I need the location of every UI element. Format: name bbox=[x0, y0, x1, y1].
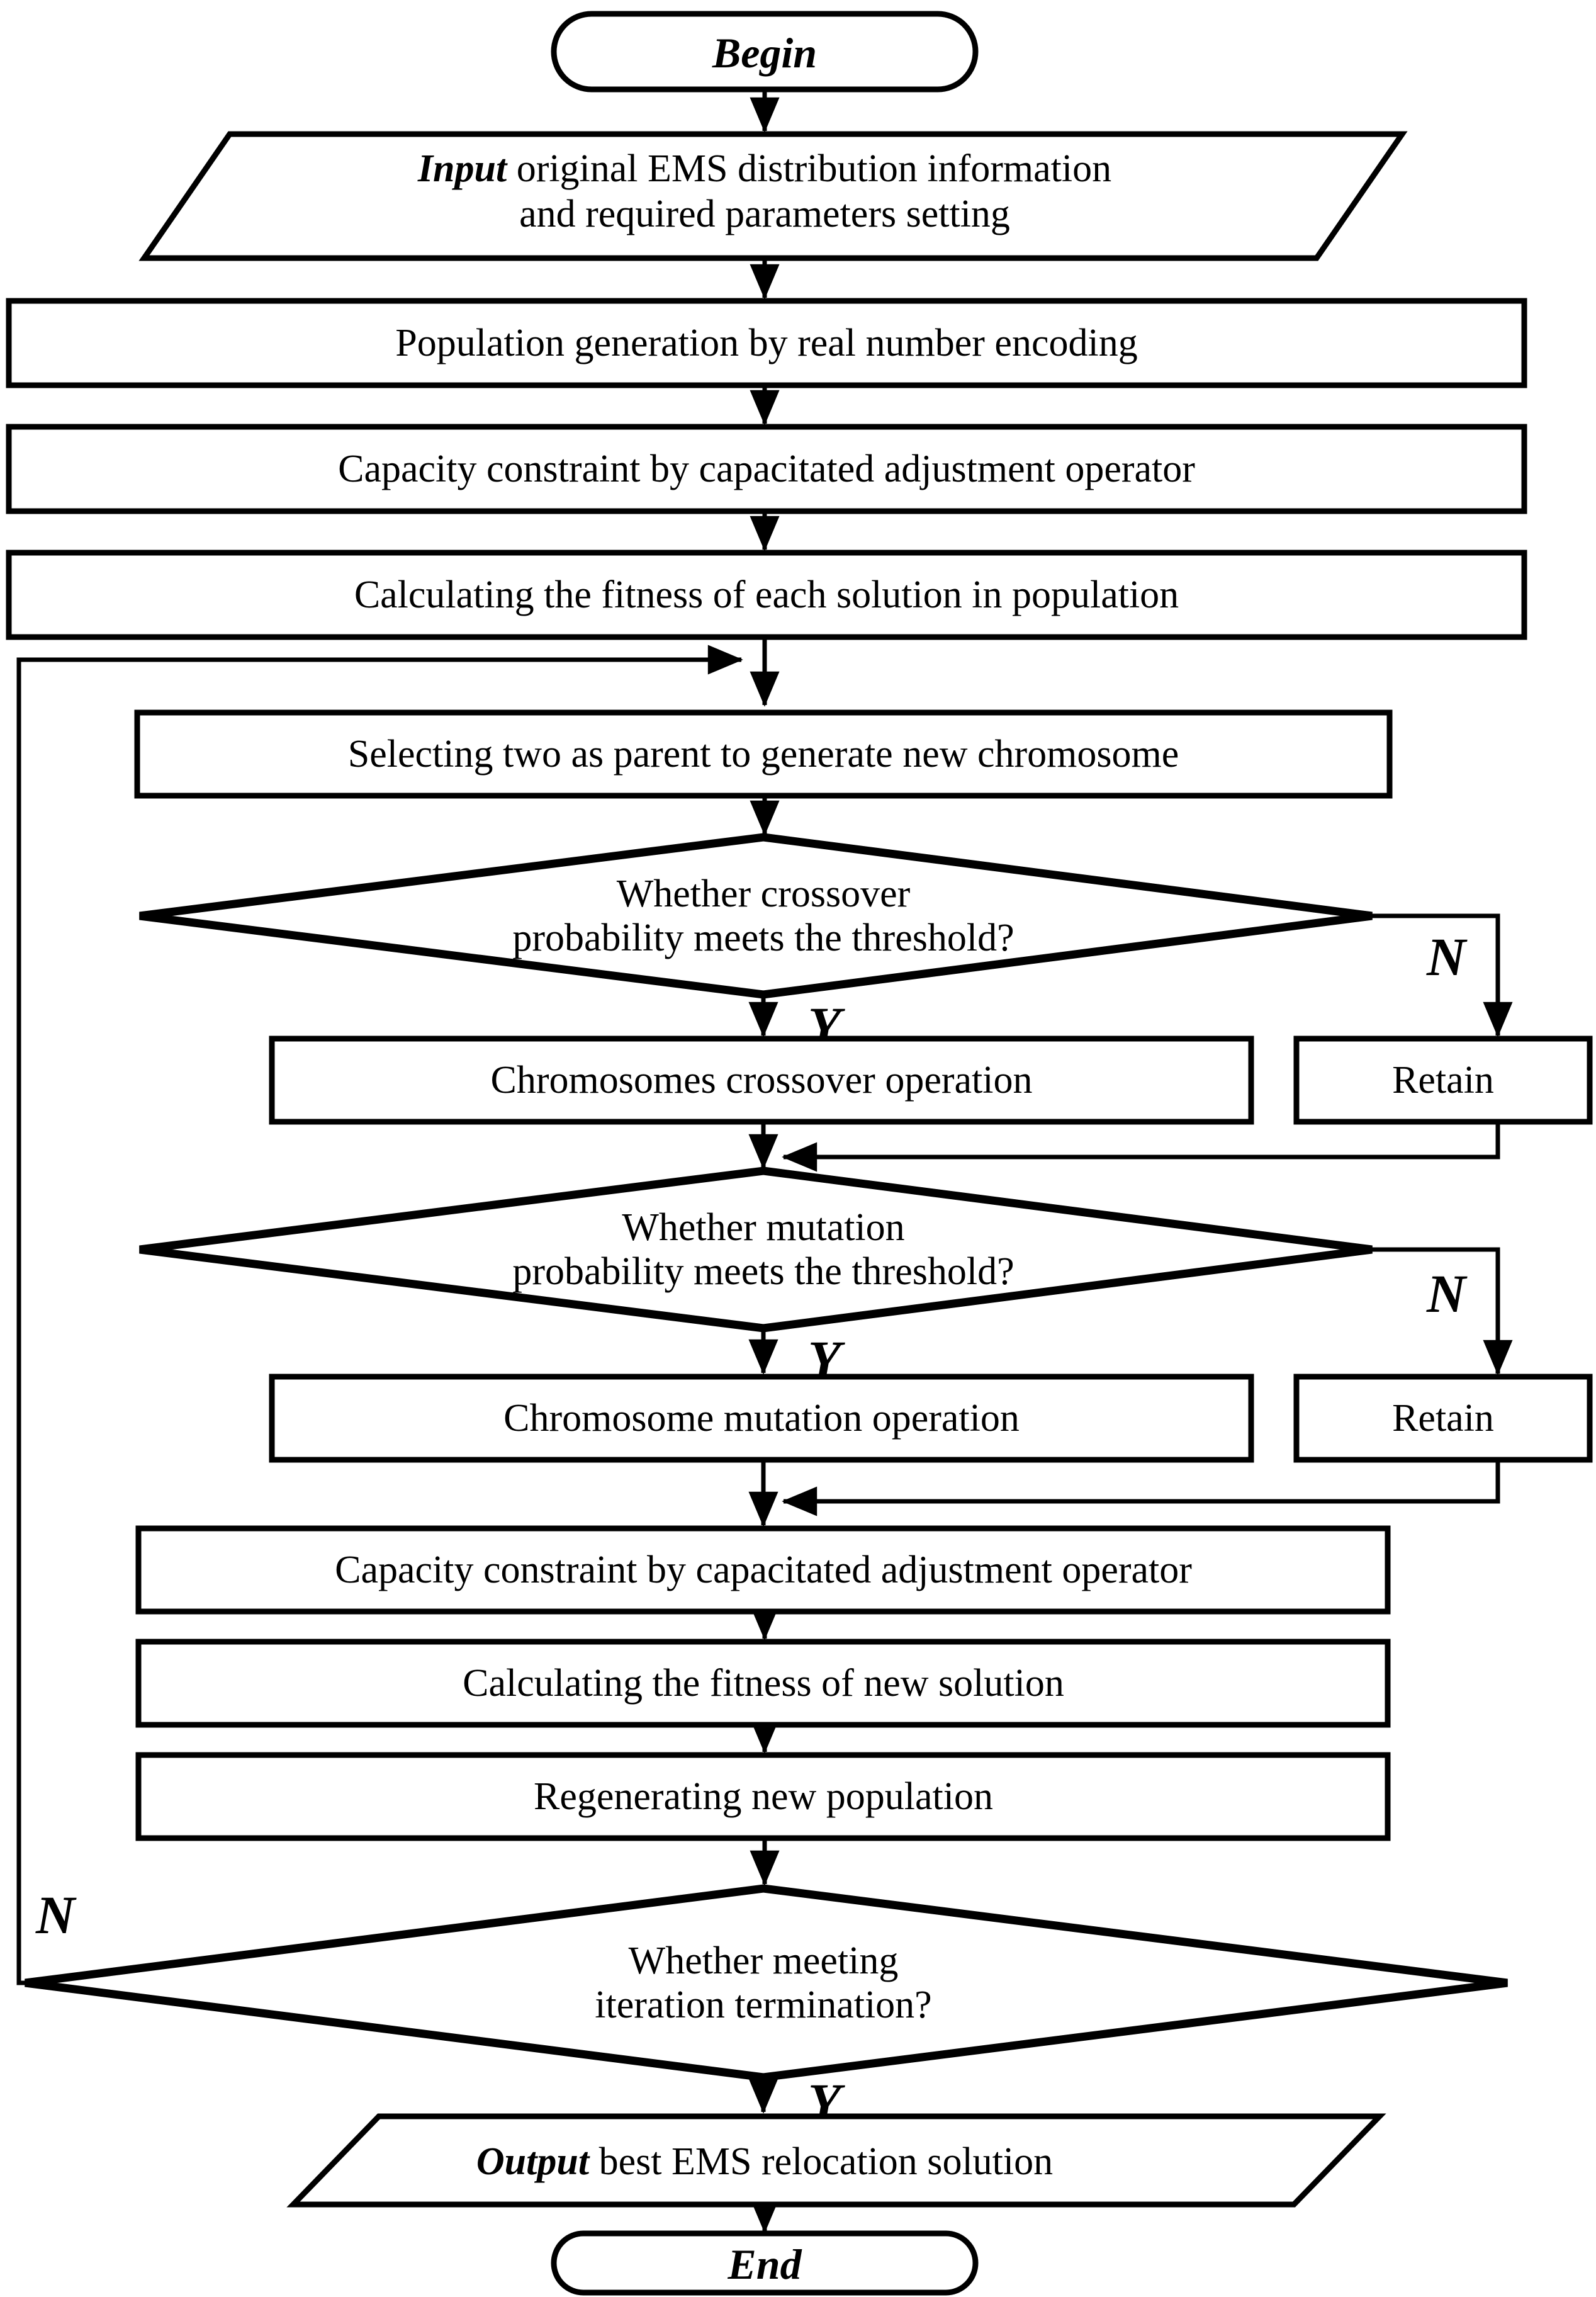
edge-retain1-merge bbox=[782, 1122, 1500, 1172]
input-keyword: Input bbox=[417, 147, 508, 190]
edge-iteration-loop-back bbox=[16, 645, 743, 1985]
fitness-population-shape bbox=[6, 550, 1527, 640]
retain-crossover-shape bbox=[1293, 1036, 1593, 1125]
process-capacity-constraint-2: Capacity constraint by capacitated adjus… bbox=[135, 1525, 1391, 1615]
process-retain-crossover: Retain bbox=[1293, 1036, 1593, 1125]
end-shape bbox=[551, 2230, 979, 2296]
crossover-decision-line2: probability meets the threshold? bbox=[512, 917, 1014, 959]
mutation-no-label: N bbox=[1426, 1263, 1468, 1324]
iteration-decision-shape bbox=[25, 1884, 1508, 2082]
capacity-constraint-2-shape bbox=[135, 1525, 1391, 1615]
retain-crossover-label: Retain bbox=[1392, 1059, 1494, 1102]
output-label: Output best EMS relocation solution bbox=[476, 2140, 1053, 2183]
regenerating-population-shape bbox=[135, 1752, 1391, 1841]
population-generation-label: Population generation by real number enc… bbox=[395, 322, 1137, 364]
edge-retain2-merge bbox=[782, 1460, 1500, 1516]
process-retain-mutation: Retain bbox=[1293, 1374, 1593, 1463]
regenerating-population-label: Regenerating new population bbox=[534, 1775, 993, 1818]
iteration-decision-line2: iteration termination? bbox=[595, 1984, 931, 2026]
end-node: End bbox=[551, 2230, 979, 2296]
process-fitness-population: Calculating the fitness of each solution… bbox=[6, 550, 1527, 640]
decision-crossover: Whether crossover probability meets the … bbox=[139, 833, 1373, 999]
population-generation-shape bbox=[6, 298, 1527, 388]
process-population-generation: Population generation by real number enc… bbox=[6, 298, 1527, 388]
mutation-operation-label: Chromosome mutation operation bbox=[503, 1397, 1020, 1440]
process-mutation-operation: Chromosome mutation operation bbox=[269, 1374, 1254, 1463]
fitness-population-label: Calculating the fitness of each solution… bbox=[354, 573, 1179, 616]
iteration-no-label: N bbox=[35, 1885, 77, 1945]
input-label-line2: and required parameters setting bbox=[519, 193, 1010, 235]
retain-mutation-label: Retain bbox=[1392, 1397, 1494, 1440]
edge-mutation-decision-no bbox=[1372, 1247, 1513, 1375]
crossover-no-label: N bbox=[1426, 927, 1468, 987]
crossover-decision-shape bbox=[139, 833, 1373, 999]
mutation-decision-line1: Whether mutation bbox=[622, 1206, 904, 1249]
mutation-decision-line2: probability meets the threshold? bbox=[512, 1250, 1014, 1293]
output-node: Output best EMS relocation solution bbox=[286, 2113, 1386, 2208]
input-node: Input original EMS distribution informat… bbox=[138, 131, 1408, 261]
output-keyword: Output bbox=[476, 2140, 590, 2183]
capacity-constraint-1-label: Capacity constraint by capacitated adjus… bbox=[338, 448, 1195, 490]
process-regenerating-population: Regenerating new population bbox=[135, 1752, 1391, 1841]
output-rest: best EMS relocation solution bbox=[589, 2140, 1053, 2183]
crossover-operation-shape bbox=[269, 1036, 1254, 1125]
selecting-parents-label: Selecting two as parent to generate new … bbox=[348, 733, 1179, 776]
begin-node: Begin bbox=[551, 11, 979, 93]
mutation-decision-shape bbox=[139, 1166, 1373, 1333]
mutation-operation-shape bbox=[269, 1374, 1254, 1463]
input-rest: original EMS distribution information bbox=[507, 147, 1111, 190]
end-label: End bbox=[727, 2240, 802, 2288]
fitness-new-solution-shape bbox=[135, 1639, 1391, 1728]
input-shape bbox=[138, 131, 1408, 261]
capacity-constraint-1-shape bbox=[6, 424, 1527, 514]
crossover-decision-line1: Whether crossover bbox=[617, 872, 911, 915]
process-fitness-new-solution: Calculating the fitness of new solution bbox=[135, 1639, 1391, 1728]
iteration-decision-line1: Whether meeting bbox=[629, 1939, 899, 1982]
edge-crossover-decision-no bbox=[1372, 913, 1513, 1037]
crossover-operation-label: Chromosomes crossover operation bbox=[491, 1059, 1033, 1102]
retain-mutation-shape bbox=[1293, 1374, 1593, 1463]
fitness-new-solution-label: Calculating the fitness of new solution bbox=[463, 1662, 1064, 1705]
flow-edges bbox=[16, 89, 1513, 2233]
process-selecting-parents: Selecting two as parent to generate new … bbox=[134, 709, 1393, 799]
capacity-constraint-2-label: Capacity constraint by capacitated adjus… bbox=[335, 1549, 1192, 1591]
begin-shape bbox=[551, 11, 979, 93]
output-shape bbox=[286, 2113, 1386, 2208]
begin-label: Begin bbox=[712, 29, 817, 77]
process-capacity-constraint-1: Capacity constraint by capacitated adjus… bbox=[6, 424, 1527, 514]
input-label-line1: Input original EMS distribution informat… bbox=[417, 147, 1111, 190]
decision-iteration: Whether meeting iteration termination? bbox=[25, 1884, 1508, 2082]
selecting-parents-shape bbox=[134, 709, 1393, 799]
process-crossover-operation: Chromosomes crossover operation bbox=[269, 1036, 1254, 1125]
decision-mutation: Whether mutation probability meets the t… bbox=[139, 1166, 1373, 1333]
